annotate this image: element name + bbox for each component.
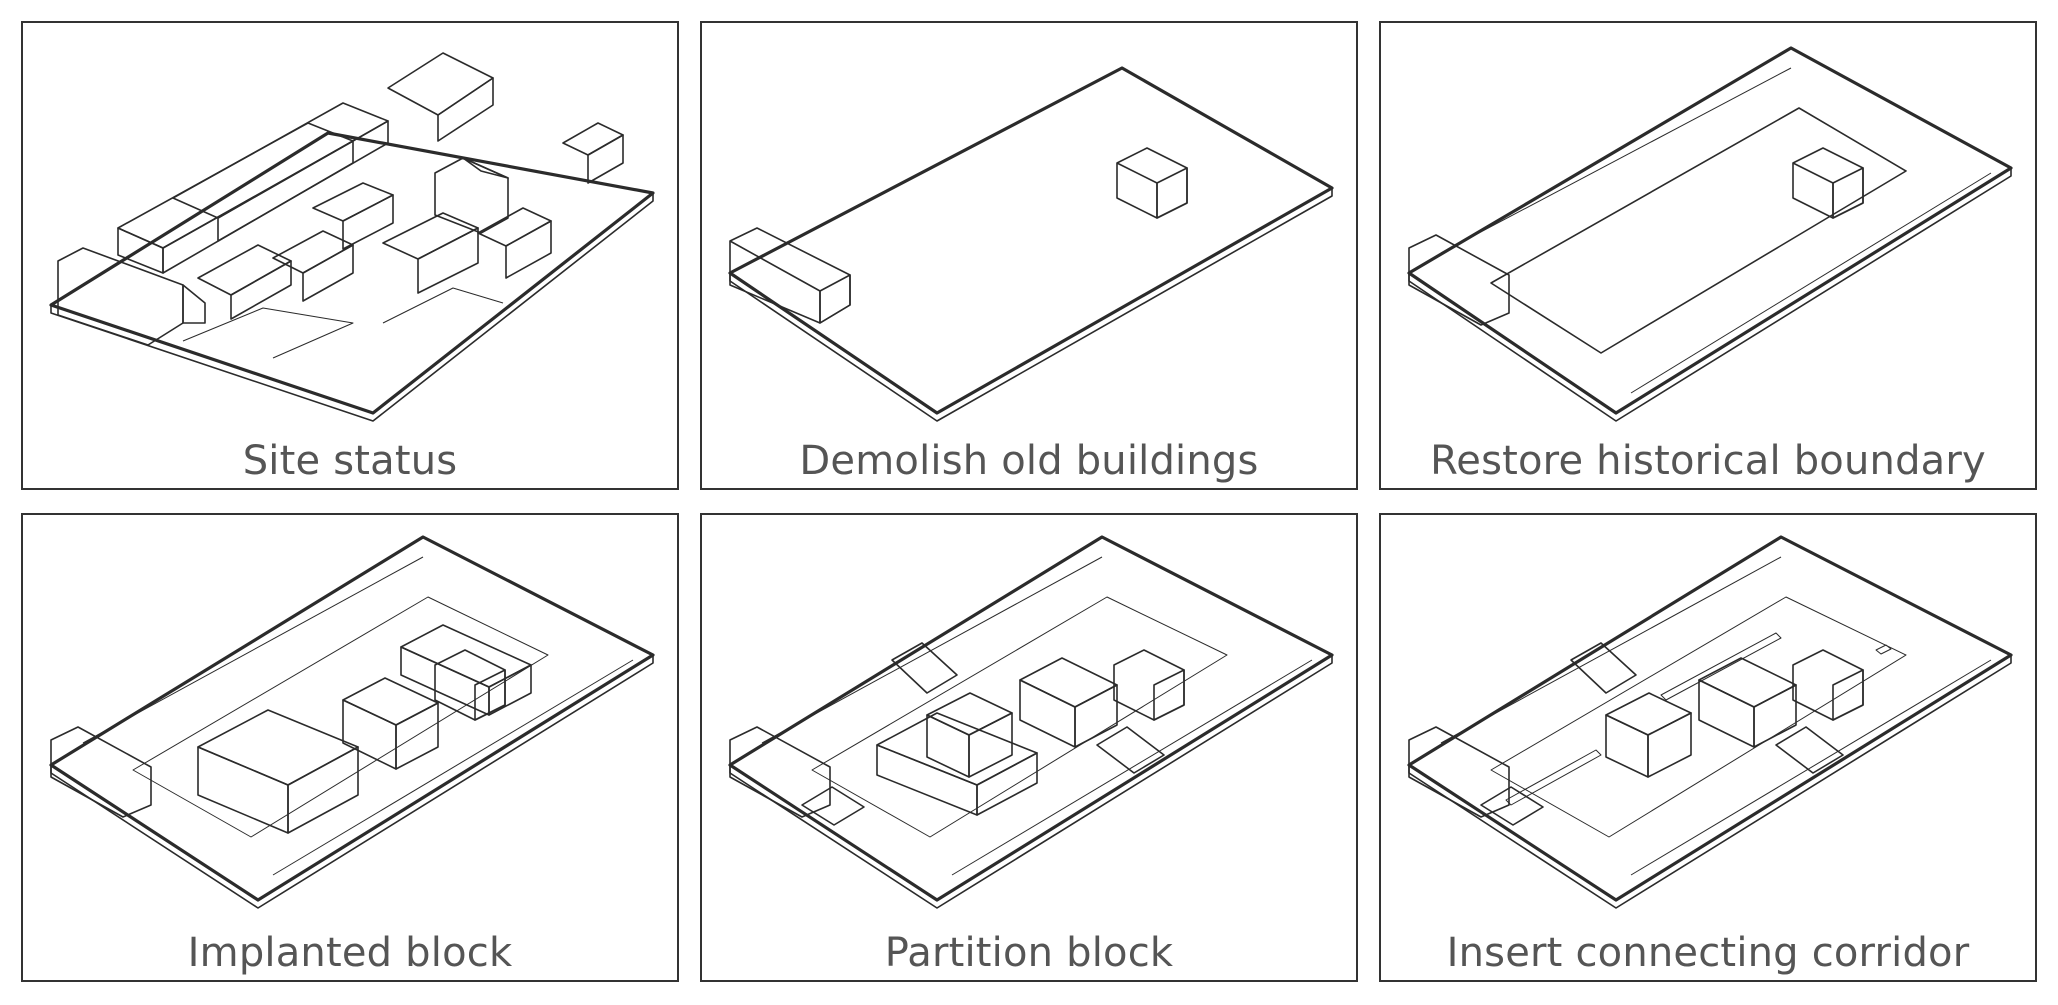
panel-demolish-old-buildings: Demolish old buildings [700,21,1358,490]
partition-block-yellow [876,712,1038,816]
panel-partition-block: Partition block [700,513,1358,982]
site-ground [728,66,1334,415]
panel-caption: Partition block [884,930,1174,976]
historic-building-front [1408,726,1510,818]
panel-caption: Insert connecting corridor [1446,930,1970,976]
panel-insert-connecting-corridor: Insert connecting corridor [1379,513,2037,982]
historic-building-front [1408,234,1510,326]
panel-restore-historical-boundary: Restore historical boundary [1379,21,2037,490]
historic-building-rear [434,649,506,721]
site-ground [1407,46,2013,415]
panel-caption: Site status [242,438,458,484]
implanted-block-rear [400,624,532,716]
historic-building-rear [1113,649,1185,721]
panel-site-status: Site status [21,21,679,490]
restore-boundary-drawing [1407,46,2013,422]
partition-block-drawing [728,535,1334,909]
historic-building-rear [1792,147,1864,219]
historic-building-rear [1116,147,1188,219]
connecting-corridor-drawing [1407,535,2013,909]
corridor-block-white-b [1698,657,1797,748]
partition-strip-left [801,642,958,826]
corridor-block-white-a [1605,692,1692,778]
panel-caption: Restore historical boundary [1430,438,1986,484]
demolish-drawing [728,66,1334,422]
historic-building-rear [1792,649,1864,721]
corridor-glass-left [1480,642,1637,826]
existing-buildings [117,52,624,359]
historic-building-front [729,227,851,324]
site-status-drawing [49,52,655,422]
partition-block-white-a [926,692,1013,778]
implanted-block-middle [342,677,439,770]
panel-caption: Implanted block [187,930,513,976]
courtyard [1490,107,1907,354]
implanted-block-drawing [49,535,655,909]
historic-building-front [50,726,152,818]
partition-strip-right [1096,726,1165,774]
historic-building-front [729,726,831,818]
panel-implanted-block: Implanted block [21,513,679,982]
implanted-block-large [197,709,359,834]
partition-block-white-b [1019,657,1118,748]
panel-caption: Demolish old buildings [799,438,1259,484]
corridor-glass-right [1775,726,1844,774]
historic-building-front [57,247,206,346]
historic-building-rear [434,157,509,234]
